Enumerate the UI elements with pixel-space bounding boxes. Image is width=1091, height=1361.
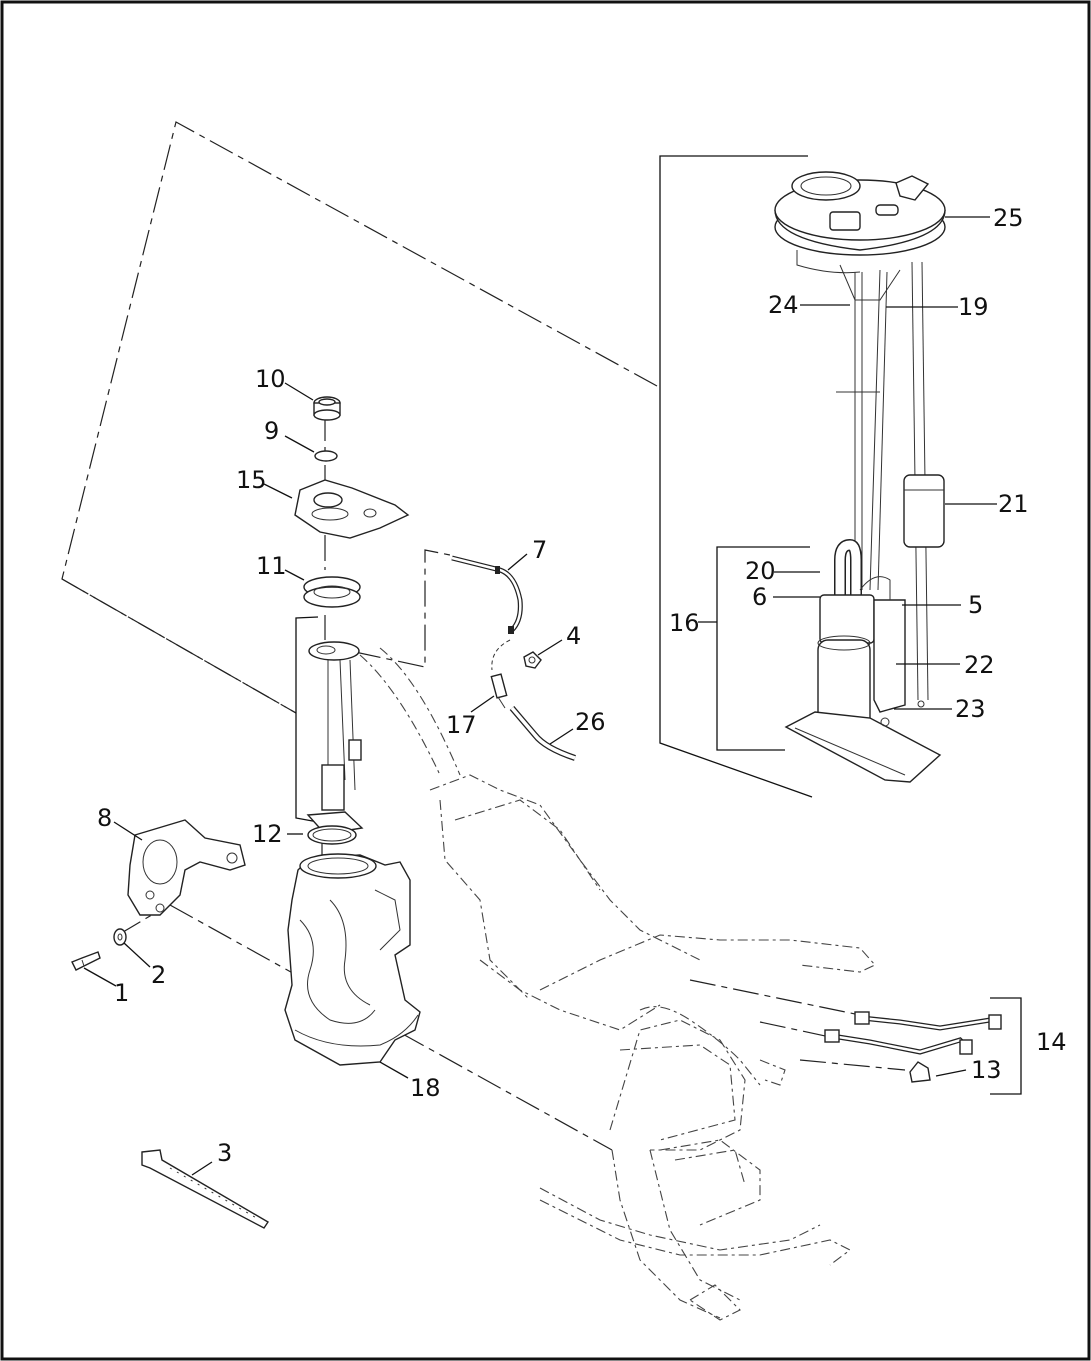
leader-lines [83, 216, 997, 1176]
callout-20: 20 [745, 557, 776, 585]
bracket-14 [990, 997, 1022, 1095]
callout-3: 3 [217, 1139, 232, 1167]
callout-10: 10 [255, 365, 286, 393]
bolt [71, 951, 101, 971]
callout-14: 14 [1036, 1028, 1067, 1056]
tank-gasket [307, 825, 357, 845]
line-clip [909, 1061, 931, 1083]
callout-22: 22 [964, 651, 995, 679]
fuel-tank [284, 853, 421, 1066]
callout-15: 15 [236, 466, 267, 494]
washer [113, 928, 127, 946]
callout-17: 17 [446, 711, 477, 739]
fuel-pump-small [295, 616, 364, 835]
callout-5: 5 [968, 591, 983, 619]
pump-module-detail [659, 155, 946, 798]
callout-19: 19 [958, 293, 989, 321]
callout-23: 23 [955, 695, 986, 723]
hose-clip [523, 651, 542, 669]
drain-hose [509, 706, 576, 761]
vent-hose [451, 555, 523, 634]
cable-strap [141, 1149, 269, 1229]
callout-4: 4 [566, 622, 581, 650]
callout-13: 13 [971, 1056, 1002, 1084]
callout-21: 21 [998, 490, 1029, 518]
fuel-line-lower [824, 1029, 973, 1055]
callout-7: 7 [532, 536, 547, 564]
fuel-filter [490, 639, 511, 709]
callout-9: 9 [264, 417, 279, 445]
callout-16: 16 [669, 609, 700, 637]
fuel-line-upper [854, 1011, 1002, 1031]
callout-2: 2 [151, 961, 166, 989]
callout-6: 6 [752, 583, 767, 611]
mounting-bracket [127, 819, 246, 916]
o-ring-cap [314, 450, 338, 462]
motorcycle-frame [359, 647, 876, 1321]
cap-cover-plate [294, 479, 410, 539]
callout-8: 8 [97, 804, 112, 832]
callouts: 1 2 3 4 5 6 7 8 9 10 11 12 13 14 15 16 1… [97, 204, 1067, 1167]
callout-24: 24 [768, 291, 799, 319]
assembly-lines [61, 121, 906, 1151]
callout-26: 26 [575, 708, 606, 736]
fuel-cap [313, 396, 341, 421]
callout-18: 18 [410, 1074, 441, 1102]
callout-12: 12 [252, 820, 283, 848]
lock-ring [303, 576, 361, 608]
callout-1: 1 [114, 979, 129, 1007]
callout-25: 25 [993, 204, 1024, 232]
callout-11: 11 [256, 552, 287, 580]
